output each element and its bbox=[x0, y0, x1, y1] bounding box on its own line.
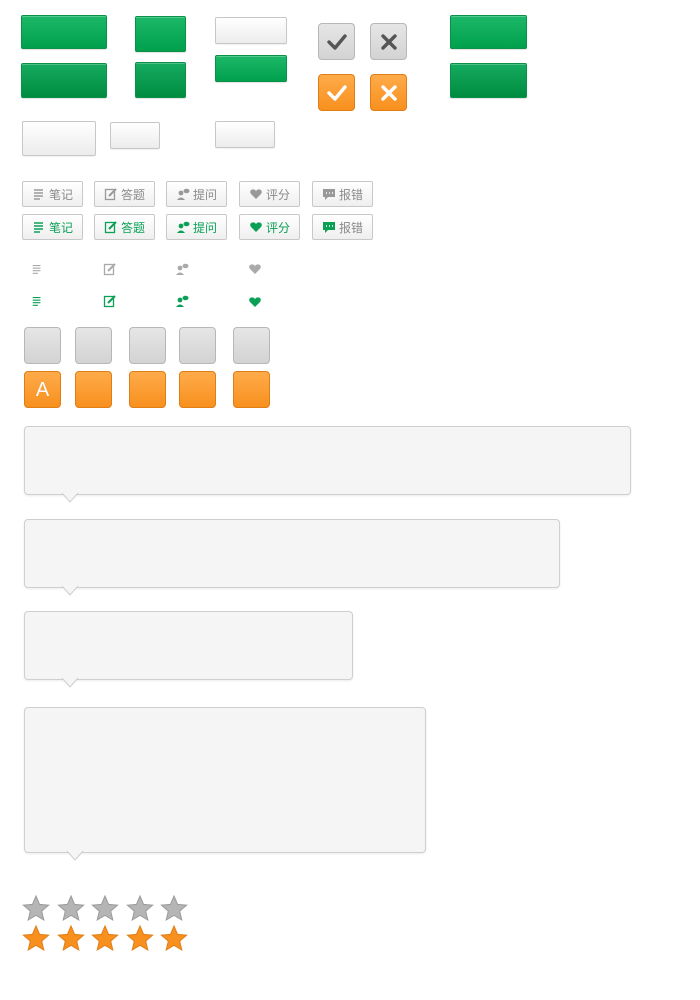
note-icon bbox=[33, 222, 43, 233]
edit-icon bbox=[104, 221, 117, 234]
edit-icon[interactable] bbox=[103, 262, 117, 276]
edit-icon-active[interactable] bbox=[103, 294, 117, 308]
edit-icon bbox=[104, 188, 117, 201]
heart-icon bbox=[250, 189, 262, 199]
note-button-active[interactable]: 笔记 bbox=[22, 214, 83, 240]
note-button[interactable]: 笔记 bbox=[22, 181, 83, 207]
note-label: 笔记 bbox=[48, 220, 73, 235]
rate-label: 评分 bbox=[265, 220, 290, 235]
close-icon bbox=[380, 84, 397, 101]
report-button[interactable]: 报错 bbox=[312, 181, 373, 207]
rate-label: 评分 bbox=[265, 187, 290, 202]
rate-button[interactable]: 评分 bbox=[239, 181, 300, 207]
star-icon[interactable] bbox=[22, 924, 50, 956]
option-square[interactable] bbox=[129, 327, 166, 364]
cross-button-grey[interactable] bbox=[370, 23, 407, 60]
check-icon bbox=[326, 33, 347, 50]
green-button-right[interactable] bbox=[450, 15, 527, 49]
star-icon[interactable] bbox=[56, 924, 85, 956]
cross-button-orange[interactable] bbox=[370, 74, 407, 111]
check-button-grey[interactable] bbox=[318, 23, 355, 60]
white-button-large[interactable] bbox=[22, 121, 96, 156]
option-square-selected[interactable] bbox=[75, 371, 112, 408]
star-icon[interactable] bbox=[56, 894, 85, 926]
heart-icon-active[interactable] bbox=[248, 295, 262, 309]
tooltip-bubble-medium bbox=[24, 519, 560, 596]
ask-button[interactable]: 提问 bbox=[166, 181, 227, 207]
star-icon[interactable] bbox=[160, 924, 188, 956]
option-square-selected[interactable] bbox=[233, 371, 270, 408]
green-button-small[interactable] bbox=[135, 16, 186, 52]
tooltip-tail bbox=[66, 850, 84, 861]
option-square[interactable] bbox=[179, 327, 216, 364]
option-square-selected[interactable]: A bbox=[24, 371, 61, 408]
star-icon[interactable] bbox=[125, 924, 154, 956]
star-icon[interactable] bbox=[91, 924, 119, 956]
option-square-selected[interactable] bbox=[129, 371, 166, 408]
note-icon bbox=[33, 189, 43, 200]
answer-button[interactable]: 答题 bbox=[94, 181, 155, 207]
report-label: 报错 bbox=[338, 187, 363, 202]
note-icon[interactable] bbox=[30, 262, 44, 276]
ask-icon bbox=[176, 221, 190, 233]
ask-icon-active[interactable] bbox=[175, 294, 189, 308]
ask-icon bbox=[176, 188, 190, 200]
tooltip-bubble-wide bbox=[24, 426, 631, 503]
option-square[interactable] bbox=[233, 327, 270, 364]
green-button-right-pressed[interactable] bbox=[450, 63, 527, 98]
close-icon bbox=[380, 33, 397, 50]
green-button-large-pressed[interactable] bbox=[21, 63, 107, 98]
note-icon-active[interactable] bbox=[30, 294, 44, 308]
tooltip-tail bbox=[61, 492, 79, 503]
star-icon[interactable] bbox=[160, 894, 188, 926]
option-square[interactable] bbox=[24, 327, 61, 364]
rate-button-active[interactable]: 评分 bbox=[239, 214, 300, 240]
ask-label: 提问 bbox=[192, 187, 217, 202]
white-button-top[interactable] bbox=[215, 17, 287, 44]
report-button-active[interactable]: 报错 bbox=[312, 214, 373, 240]
green-button-thin[interactable] bbox=[215, 55, 287, 82]
star-icon[interactable] bbox=[125, 894, 154, 926]
check-button-orange[interactable] bbox=[318, 74, 355, 111]
tooltip-tail bbox=[61, 585, 79, 596]
report-icon bbox=[322, 222, 335, 233]
option-letter: A bbox=[35, 378, 50, 401]
report-icon bbox=[322, 189, 335, 200]
tooltip-bubble-small bbox=[24, 611, 353, 688]
star-icon[interactable] bbox=[91, 894, 119, 926]
green-button-large[interactable] bbox=[21, 15, 107, 49]
answer-label: 答题 bbox=[120, 187, 145, 202]
green-button-small-pressed[interactable] bbox=[135, 62, 186, 98]
rating-stars-inactive bbox=[22, 894, 202, 924]
heart-icon bbox=[250, 222, 262, 232]
ask-button-active[interactable]: 提问 bbox=[166, 214, 227, 240]
tooltip-tail bbox=[61, 677, 79, 688]
note-label: 笔记 bbox=[48, 187, 73, 202]
check-icon bbox=[326, 84, 347, 101]
rating-stars-active bbox=[22, 924, 202, 954]
answer-label: 答题 bbox=[120, 220, 145, 235]
white-button-medium[interactable] bbox=[215, 121, 275, 148]
tooltip-bubble-tall bbox=[24, 707, 426, 861]
option-square[interactable] bbox=[75, 327, 112, 364]
star-icon[interactable] bbox=[22, 894, 50, 926]
white-button-small[interactable] bbox=[110, 122, 160, 149]
ask-icon[interactable] bbox=[175, 262, 189, 276]
report-label: 报错 bbox=[338, 220, 363, 235]
heart-icon[interactable] bbox=[248, 262, 262, 276]
option-square-selected[interactable] bbox=[179, 371, 216, 408]
answer-button-active[interactable]: 答题 bbox=[94, 214, 155, 240]
ask-label: 提问 bbox=[192, 220, 217, 235]
